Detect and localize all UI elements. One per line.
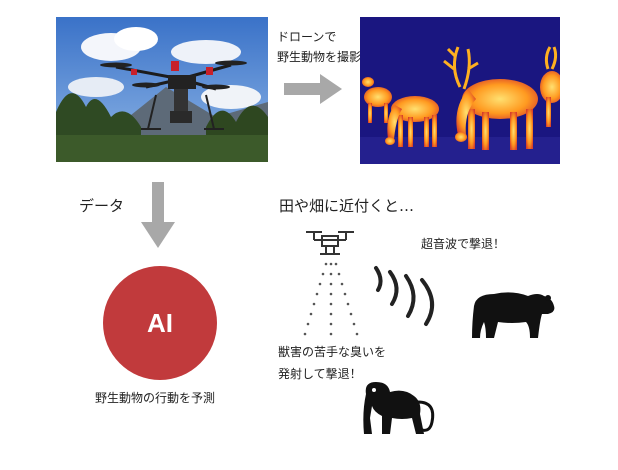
drone-icon <box>306 231 354 255</box>
approach-caption: 田や畑に近付くと… <box>279 197 415 215</box>
odor-caption-line1: 獣害の苦手な臭いを <box>278 345 387 359</box>
right-arrow-icon <box>284 74 342 104</box>
drone-caption-line2: 野生動物を撮影 <box>277 50 362 64</box>
drone-photo <box>56 17 268 162</box>
thermal-deer-image <box>360 17 560 164</box>
bear-icon <box>472 292 555 338</box>
ai-circle: AI <box>103 266 217 380</box>
ai-label: AI <box>147 307 173 338</box>
data-label: データ <box>79 197 125 215</box>
sound-wave-icon <box>374 266 434 326</box>
predict-caption: 野生動物の行動を予測 <box>95 391 216 405</box>
down-arrow-icon <box>141 182 175 248</box>
spray-icon <box>303 262 359 336</box>
monkey-icon <box>363 382 435 434</box>
drone-caption-line1: ドローンで <box>277 30 337 44</box>
odor-caption-line2: 発射して撃退！ <box>278 367 362 381</box>
ultrasonic-caption: 超音波で撃退！ <box>421 237 506 251</box>
